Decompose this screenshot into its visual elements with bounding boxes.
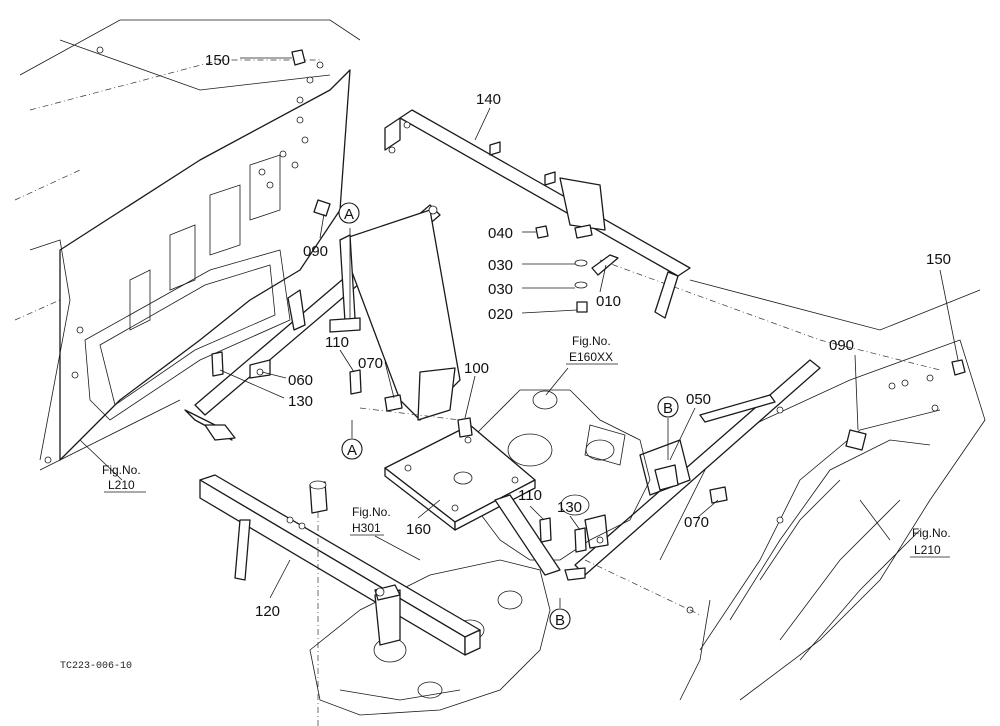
callout-100: 100	[464, 360, 489, 377]
callout-020: 020	[488, 306, 513, 323]
part-120-lower-crossbar	[199, 474, 481, 656]
callout-120: 120	[255, 603, 280, 620]
left-frame-panel	[14, 19, 361, 471]
fig-ref-h301: Fig.No. H301	[350, 505, 391, 536]
callout-070-left: 070	[358, 355, 383, 372]
svg-text:Fig.No.: Fig.No.	[572, 334, 611, 348]
drawing-code: TC223-006-10	[60, 661, 132, 672]
callout-110-right: 110	[518, 487, 542, 504]
callout-050: 050	[686, 391, 711, 408]
callout-010: 010	[596, 293, 621, 310]
callout-150-top: 150	[205, 52, 230, 69]
fig-ref-e160xx: Fig.No. E160XX	[566, 334, 618, 365]
callout-030-lower: 030	[488, 281, 513, 298]
callout-040: 040	[488, 225, 513, 242]
svg-text:Fig.No.: Fig.No.	[102, 463, 141, 477]
callout-140: 140	[476, 91, 501, 108]
marker-b-bottom: B	[549, 608, 571, 630]
part-140-upper-crossbar	[384, 109, 691, 319]
fig-ref-l210-right: Fig.No. L210	[910, 526, 951, 558]
svg-text:Fig.No.: Fig.No.	[912, 526, 951, 540]
callout-130-right: 130	[557, 499, 582, 516]
callout-070-right: 070	[684, 514, 709, 531]
marker-b-top: B	[657, 396, 679, 418]
leader-lines	[79, 57, 959, 726]
svg-text:A: A	[347, 442, 357, 459]
callout-160: 160	[406, 521, 431, 538]
callout-060: 060	[288, 372, 313, 389]
svg-text:H301: H301	[352, 521, 381, 535]
part-160-plate	[384, 424, 561, 576]
callout-030-upper: 030	[488, 257, 513, 274]
marker-a-bottom: A	[341, 438, 363, 460]
svg-text:L210: L210	[914, 543, 941, 557]
svg-text:E160XX: E160XX	[569, 350, 613, 364]
svg-text:Fig.No.: Fig.No.	[352, 505, 391, 519]
fig-ref-l210-left: Fig.No. L210	[102, 463, 146, 493]
callout-090-right: 090	[829, 337, 854, 354]
svg-text:A: A	[344, 206, 354, 223]
central-housing	[469, 389, 651, 561]
callout-labels: 150 140 040 030 030 010 020 090 150 110 …	[205, 52, 951, 620]
callout-090-left: 090	[303, 243, 328, 260]
part-050-bracket	[564, 359, 821, 581]
callout-130-left: 130	[288, 393, 313, 410]
hardware	[211, 49, 966, 553]
svg-text:L210: L210	[108, 478, 135, 492]
part-060-bracket	[184, 204, 461, 441]
svg-text:B: B	[555, 612, 565, 629]
callout-110-left: 110	[325, 334, 349, 351]
svg-text:B: B	[663, 400, 673, 417]
callout-150-right: 150	[926, 251, 951, 268]
marker-a-top: A	[338, 202, 360, 224]
